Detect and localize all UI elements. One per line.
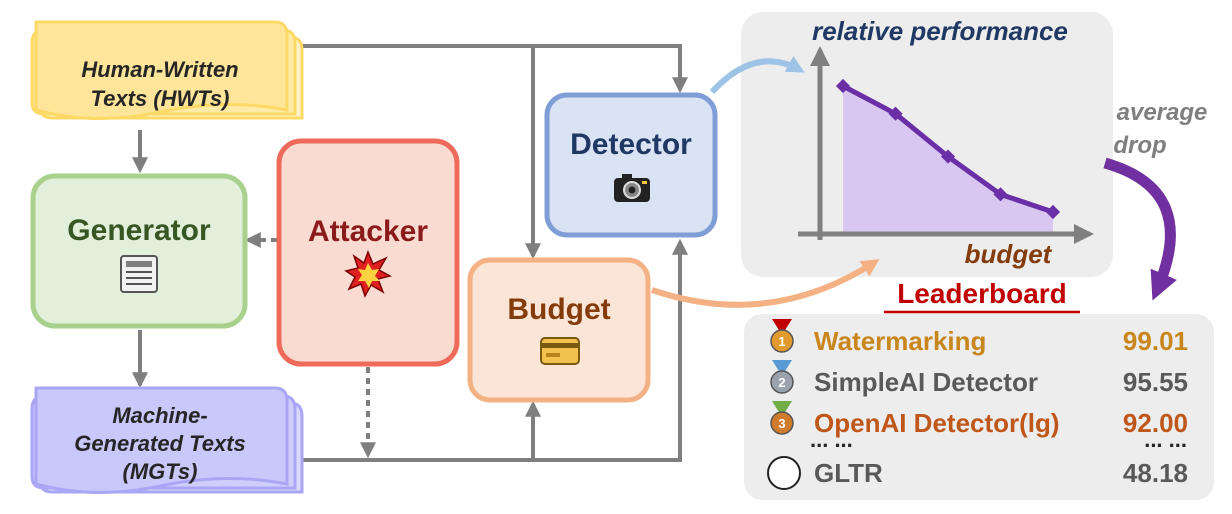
- average-drop-line2: drop: [1113, 132, 1166, 159]
- attacker-box: Attacker: [276, 138, 460, 367]
- mgt-document-stack: Machine- Generated Texts (MGTs): [30, 386, 304, 494]
- average-drop-line1: average: [1117, 99, 1208, 126]
- leaderboard-rows: 1 Watermarking 99.01 2 SimpleAI Detector 95.5…: [767, 319, 1188, 490]
- leaderboard-score: 99.01: [1123, 326, 1188, 356]
- leaderboard-row: 2 SimpleAI Detector 95.55: [770, 360, 1188, 397]
- hwt-to-detector-connector: [300, 44, 688, 94]
- connectors: [132, 44, 688, 462]
- medal-icon: 1: [770, 319, 794, 353]
- leaderboard-ellipsis-right: ... ...: [1144, 427, 1187, 452]
- hwt-document-stack: Human-Written Texts (HWTs): [30, 20, 304, 120]
- medal-rank: 1: [778, 334, 785, 349]
- generator-box: Generator: [30, 173, 248, 329]
- empty-circle-icon: [767, 456, 801, 490]
- chart-title: relative performance: [812, 16, 1068, 46]
- chart-point-1: [888, 106, 903, 121]
- leaderboard-score: 95.55: [1123, 367, 1188, 397]
- detector-box: Detector: [544, 92, 718, 238]
- chart-point-0: [835, 78, 851, 94]
- budget-box: Budget: [467, 257, 651, 403]
- credit-card-icon: [540, 337, 580, 365]
- mgt-to-detector-connector: [300, 238, 688, 462]
- leaderboard-ellipsis-left: ... ...: [810, 427, 853, 452]
- medal-rank: 2: [778, 375, 785, 390]
- leaderboard-name: GLTR: [814, 458, 883, 488]
- mgt-label-line3: (MGTs): [123, 459, 198, 484]
- collision-icon: [344, 249, 393, 298]
- medal-icon: 2: [770, 360, 794, 394]
- budget-to-chart-arrow: [651, 259, 880, 308]
- detector-to-chart-arrow: [709, 56, 805, 95]
- leaderboard-title: Leaderboard: [897, 278, 1067, 309]
- chart-point-3: [993, 187, 1008, 202]
- medal-icon: 3: [770, 401, 794, 435]
- leaderboard-score: 92.00: [1123, 408, 1188, 438]
- camera-icon: [614, 174, 650, 202]
- chart-x-label: budget: [965, 239, 1053, 269]
- leaderboard-name: OpenAI Detector(lg): [814, 408, 1060, 438]
- leaderboard-name: Watermarking: [814, 326, 986, 356]
- newspaper-icon: [120, 255, 158, 293]
- leaderboard-score: 48.18: [1123, 458, 1188, 488]
- leaderboard-panel: [744, 314, 1214, 500]
- generator-label: Generator: [67, 214, 211, 247]
- mgt-label-line1: Machine-: [112, 403, 207, 428]
- chart-point-2: [940, 149, 956, 164]
- average-drop-arrow: [1103, 157, 1177, 301]
- leaderboard-name: SimpleAI Detector: [814, 367, 1038, 397]
- chart-point-4: [1045, 204, 1061, 220]
- mgt-label-line2: Generated Texts: [74, 431, 246, 456]
- attacker-label: Attacker: [308, 215, 428, 248]
- leaderboard-row: 1 Watermarking 99.01: [770, 319, 1188, 356]
- hwt-label-line1: Human-Written: [81, 57, 238, 82]
- leaderboard-row: 3 OpenAI Detector(lg) 92.00: [770, 401, 1188, 438]
- medal-rank: 3: [778, 416, 785, 431]
- budget-label: Budget: [507, 293, 610, 326]
- leaderboard-row: GLTR 48.18: [767, 456, 1188, 490]
- detector-label: Detector: [570, 128, 692, 161]
- performance-chart: [798, 46, 1094, 244]
- hwt-label-line2: Texts (HWTs): [91, 86, 230, 111]
